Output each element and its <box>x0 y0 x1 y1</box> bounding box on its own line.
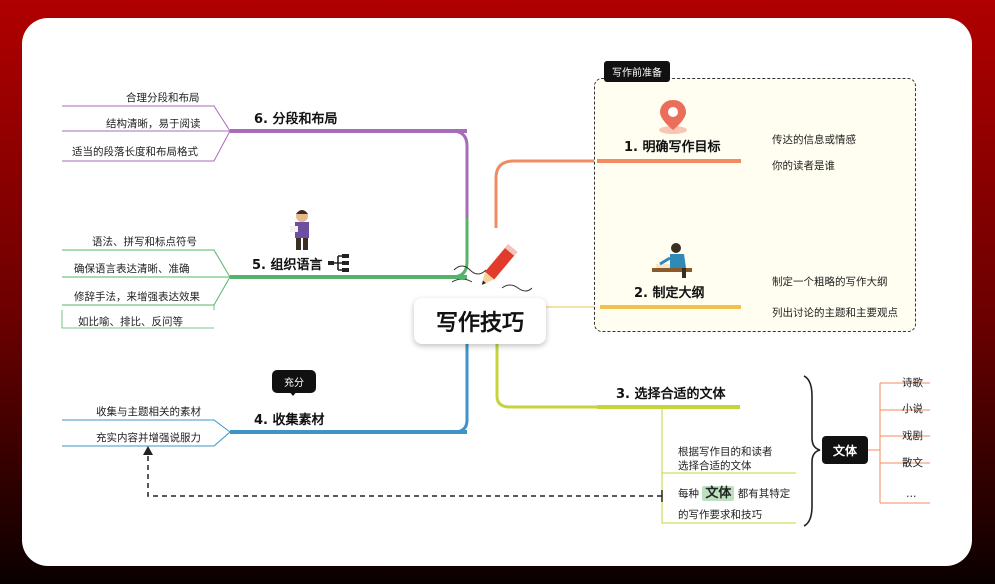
tag-pointer <box>288 390 298 396</box>
branch-3-label[interactable]: 3. 选择合适的文体 <box>616 387 726 402</box>
branch-1-underline <box>597 159 741 163</box>
b2-item-2: 列出讨论的主题和主要观点 <box>772 307 898 319</box>
location-pin-icon <box>659 100 687 134</box>
branch-2-underline <box>600 305 741 309</box>
branch-3-underline <box>597 405 740 409</box>
b2-item-1: 制定一个粗略的写作大纲 <box>772 276 888 288</box>
genre-highlight: 文体 <box>702 486 735 501</box>
branch-4-label[interactable]: 4. 收集素材 <box>254 413 325 428</box>
b5-item-3: 修辞手法，来增强表达效果 <box>74 291 200 303</box>
branch-4-underline <box>230 430 467 434</box>
structure-icon <box>328 254 349 272</box>
branch-6-label[interactable]: 6. 分段和布局 <box>254 112 338 127</box>
genre-novel: 小说 <box>902 403 923 415</box>
b6-item-2: 结构清晰，易于阅读 <box>106 118 201 130</box>
branch-5-underline <box>230 275 467 279</box>
branch-4-tag: 充分 <box>272 370 316 393</box>
b5-item-1: 语法、拼写和标点符号 <box>92 236 197 248</box>
writer-at-desk-icon <box>652 243 692 278</box>
branch-5-label[interactable]: 5. 组织语言 <box>252 258 323 273</box>
central-topic[interactable]: 写作技巧 <box>414 298 546 344</box>
b3-item-1-line-1: 根据写作目的和读者 <box>678 446 773 458</box>
b1-item-1: 传达的信息或情感 <box>772 134 856 146</box>
connector-lines <box>61 105 930 527</box>
b3-item-2-line-1: 每种 文体 都有其特定 <box>678 486 791 501</box>
genre-prose: 散文 <box>902 457 923 469</box>
genre-drama: 戏剧 <box>902 430 923 442</box>
genre-poetry: 诗歌 <box>902 377 923 389</box>
b4-item-2: 充实内容并增强说服力 <box>96 432 201 444</box>
b3-item-2-line-2: 的写作要求和技巧 <box>678 509 762 521</box>
mindmap-canvas: 写作前准备 写作技巧 1. 明确写作目标 传达的信息或情感 你的读者是谁 2. … <box>22 18 972 566</box>
b1-item-2: 你的读者是谁 <box>772 160 835 172</box>
pencil-icon <box>452 244 532 292</box>
branch-1-label[interactable]: 1. 明确写作目标 <box>624 140 721 155</box>
genre-more: … <box>906 488 917 500</box>
preparation-tag: 写作前准备 <box>604 61 670 82</box>
b6-item-3: 适当的段落长度和布局格式 <box>72 146 198 158</box>
b3-item-1-line-2: 选择合适的文体 <box>678 460 752 472</box>
genre-node[interactable]: 文体 <box>822 436 868 464</box>
person-icon <box>290 210 309 250</box>
b4-item-1: 收集与主题相关的素材 <box>96 406 201 418</box>
b5-note: 如比喻、排比、反问等 <box>78 316 183 328</box>
preparation-frame <box>594 78 916 332</box>
b6-item-1: 合理分段和布局 <box>126 92 200 104</box>
b5-item-2: 确保语言表达清晰、准确 <box>74 263 190 275</box>
branch-6-underline <box>230 129 467 133</box>
branch-2-label[interactable]: 2. 制定大纲 <box>634 286 705 301</box>
